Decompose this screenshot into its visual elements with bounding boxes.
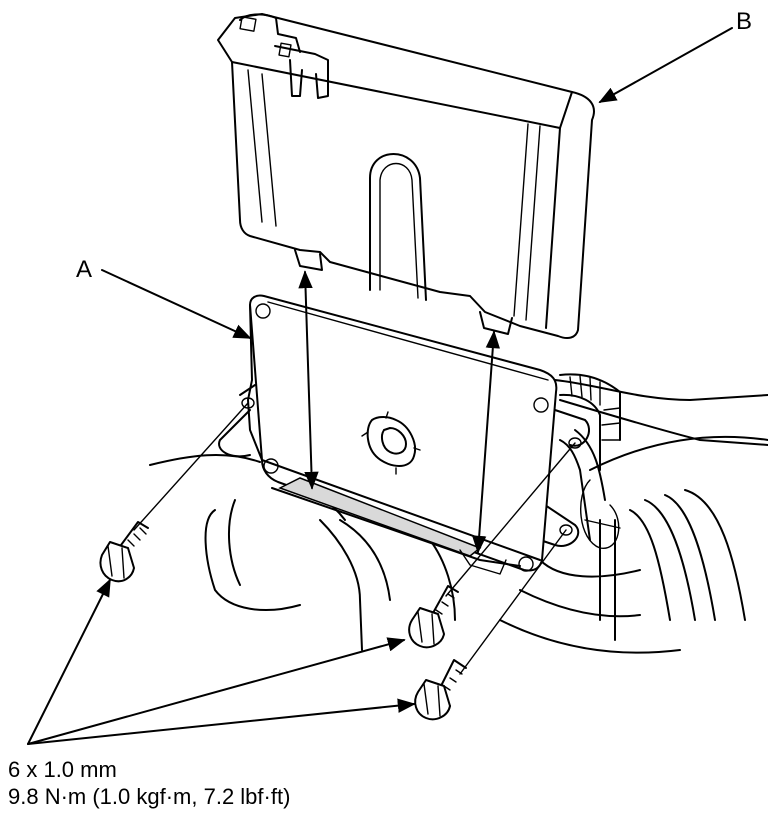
vehicle-body-structure (499, 379, 768, 654)
bolt-spec: 6 x 1.0 mm 9.8 N·m (1.0 kgf·m, 7.2 lbf·f… (8, 756, 290, 810)
leader-spec-center (27, 637, 406, 745)
ecm-unit-a (247, 294, 558, 575)
ecm-cover-b (217, 13, 595, 339)
alignment-arrows (298, 270, 501, 554)
leader-a (101, 269, 252, 339)
bolt-spec-size: 6 x 1.0 mm (8, 757, 117, 782)
callout-label-b: B (736, 8, 753, 35)
bolt-center (408, 585, 459, 649)
bolt-left (99, 521, 149, 583)
alignment-arrow-left (298, 270, 319, 490)
leader-spec-right (27, 698, 416, 745)
callout-label-a: A (76, 256, 93, 283)
callout-leaders (27, 27, 733, 745)
alignment-arrow-right (471, 330, 501, 554)
leader-spec-left (27, 578, 111, 745)
bolt-right (414, 659, 467, 721)
leader-b (598, 27, 733, 103)
wire-harness (559, 373, 621, 541)
bolt-spec-torque: 9.8 N·m (1.0 kgf·m, 7.2 lbf·ft) (8, 784, 291, 809)
bolt-installation-lines (133, 402, 576, 675)
